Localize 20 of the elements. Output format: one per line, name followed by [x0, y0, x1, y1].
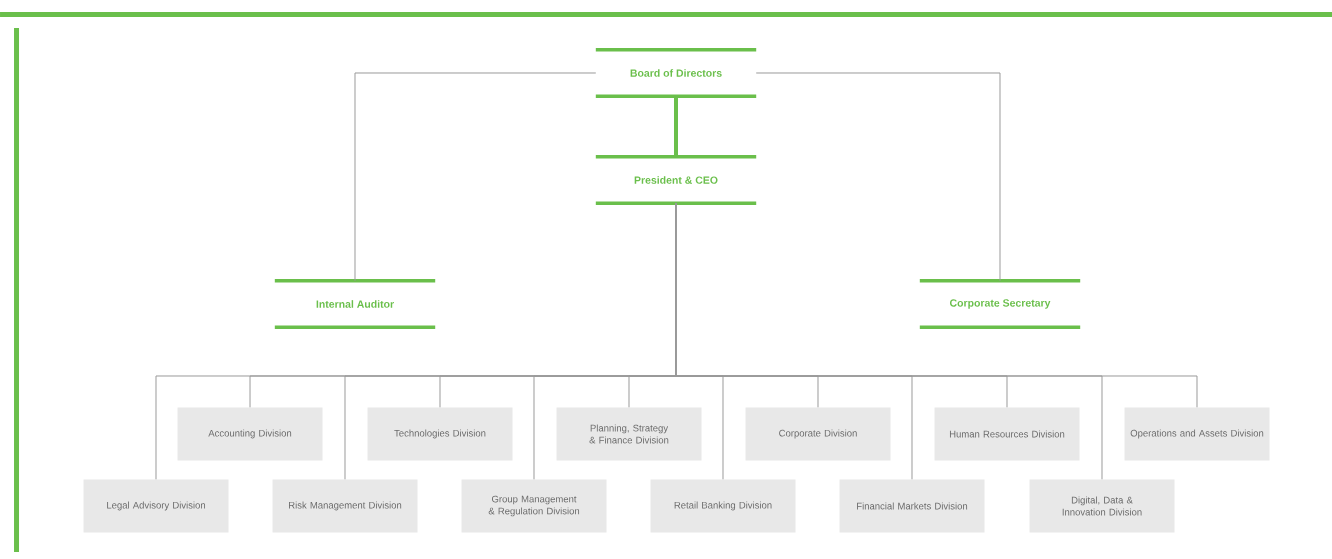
division-box: Legal Advisory Division — [83, 479, 229, 533]
division-box: Risk Management Division — [272, 479, 418, 533]
division-box: Group Management & Regulation Division — [461, 479, 607, 533]
title-box: President & CEO — [595, 155, 757, 205]
connector-line — [674, 96, 678, 157]
division-box: Accounting Division — [177, 407, 323, 461]
division-box: Planning, Strategy & Finance Division — [556, 407, 702, 461]
division-box: Human Resources Division — [934, 407, 1080, 461]
title-box: Corporate Secretary — [919, 279, 1081, 329]
connector-line — [354, 72, 597, 282]
title-box: Internal Auditor — [274, 279, 436, 329]
title-box: Board of Directors — [595, 48, 757, 98]
division-box: Financial Markets Division — [839, 479, 985, 533]
division-box: Retail Banking Division — [650, 479, 796, 533]
division-box: Operations and Assets Division — [1124, 407, 1270, 461]
division-box: Technologies Division — [367, 407, 513, 461]
connector-line — [675, 202, 1198, 408]
connector-line — [755, 72, 1001, 282]
division-box: Corporate Division — [745, 407, 891, 461]
division-box: Digital, Data & Innovation Division — [1029, 479, 1175, 533]
